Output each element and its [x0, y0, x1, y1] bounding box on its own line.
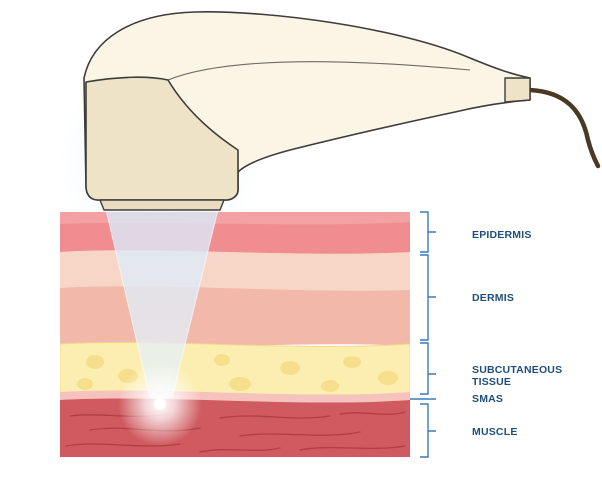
fat-globule — [378, 371, 398, 385]
muscle-fiber — [239, 431, 361, 437]
bracket-dermis — [420, 254, 436, 341]
bracket-epidermis — [420, 211, 436, 253]
device-head — [85, 76, 239, 201]
fat-globule — [229, 377, 251, 391]
label-dermis: DERMIS — [472, 292, 515, 304]
fat-globule — [343, 356, 361, 368]
fat-globule — [77, 378, 93, 390]
muscle-fiber — [199, 447, 281, 453]
fat-globules — [77, 354, 398, 392]
muscle-fiber — [219, 415, 331, 419]
device-cable-collar — [504, 77, 531, 103]
bracket-muscle — [420, 403, 436, 458]
muscle-fiber — [339, 411, 406, 415]
layer-brackets — [410, 211, 436, 458]
label-subcutaneous-tissue: SUBCUTANEOUS TISSUE — [472, 364, 563, 388]
fat-globule — [280, 361, 300, 375]
device-tip — [99, 199, 225, 211]
fat-globule — [86, 355, 104, 369]
device-cable — [527, 87, 601, 169]
label-muscle: MUSCLE — [472, 426, 518, 438]
ultrasound-beam — [106, 212, 218, 398]
dermis-lower — [60, 286, 410, 349]
muscle-fiber — [65, 443, 181, 447]
label-epidermis: EPIDERMIS — [472, 229, 532, 241]
fat-globule — [214, 354, 230, 366]
label-smas: SMAS — [472, 393, 504, 405]
muscle-fiber — [299, 445, 406, 451]
bracket-subcutaneous — [420, 342, 436, 395]
skin-cross-section — [60, 212, 410, 457]
focal-point — [154, 398, 166, 410]
fat-globule — [321, 380, 339, 392]
device-handle-ridge — [167, 61, 471, 81]
